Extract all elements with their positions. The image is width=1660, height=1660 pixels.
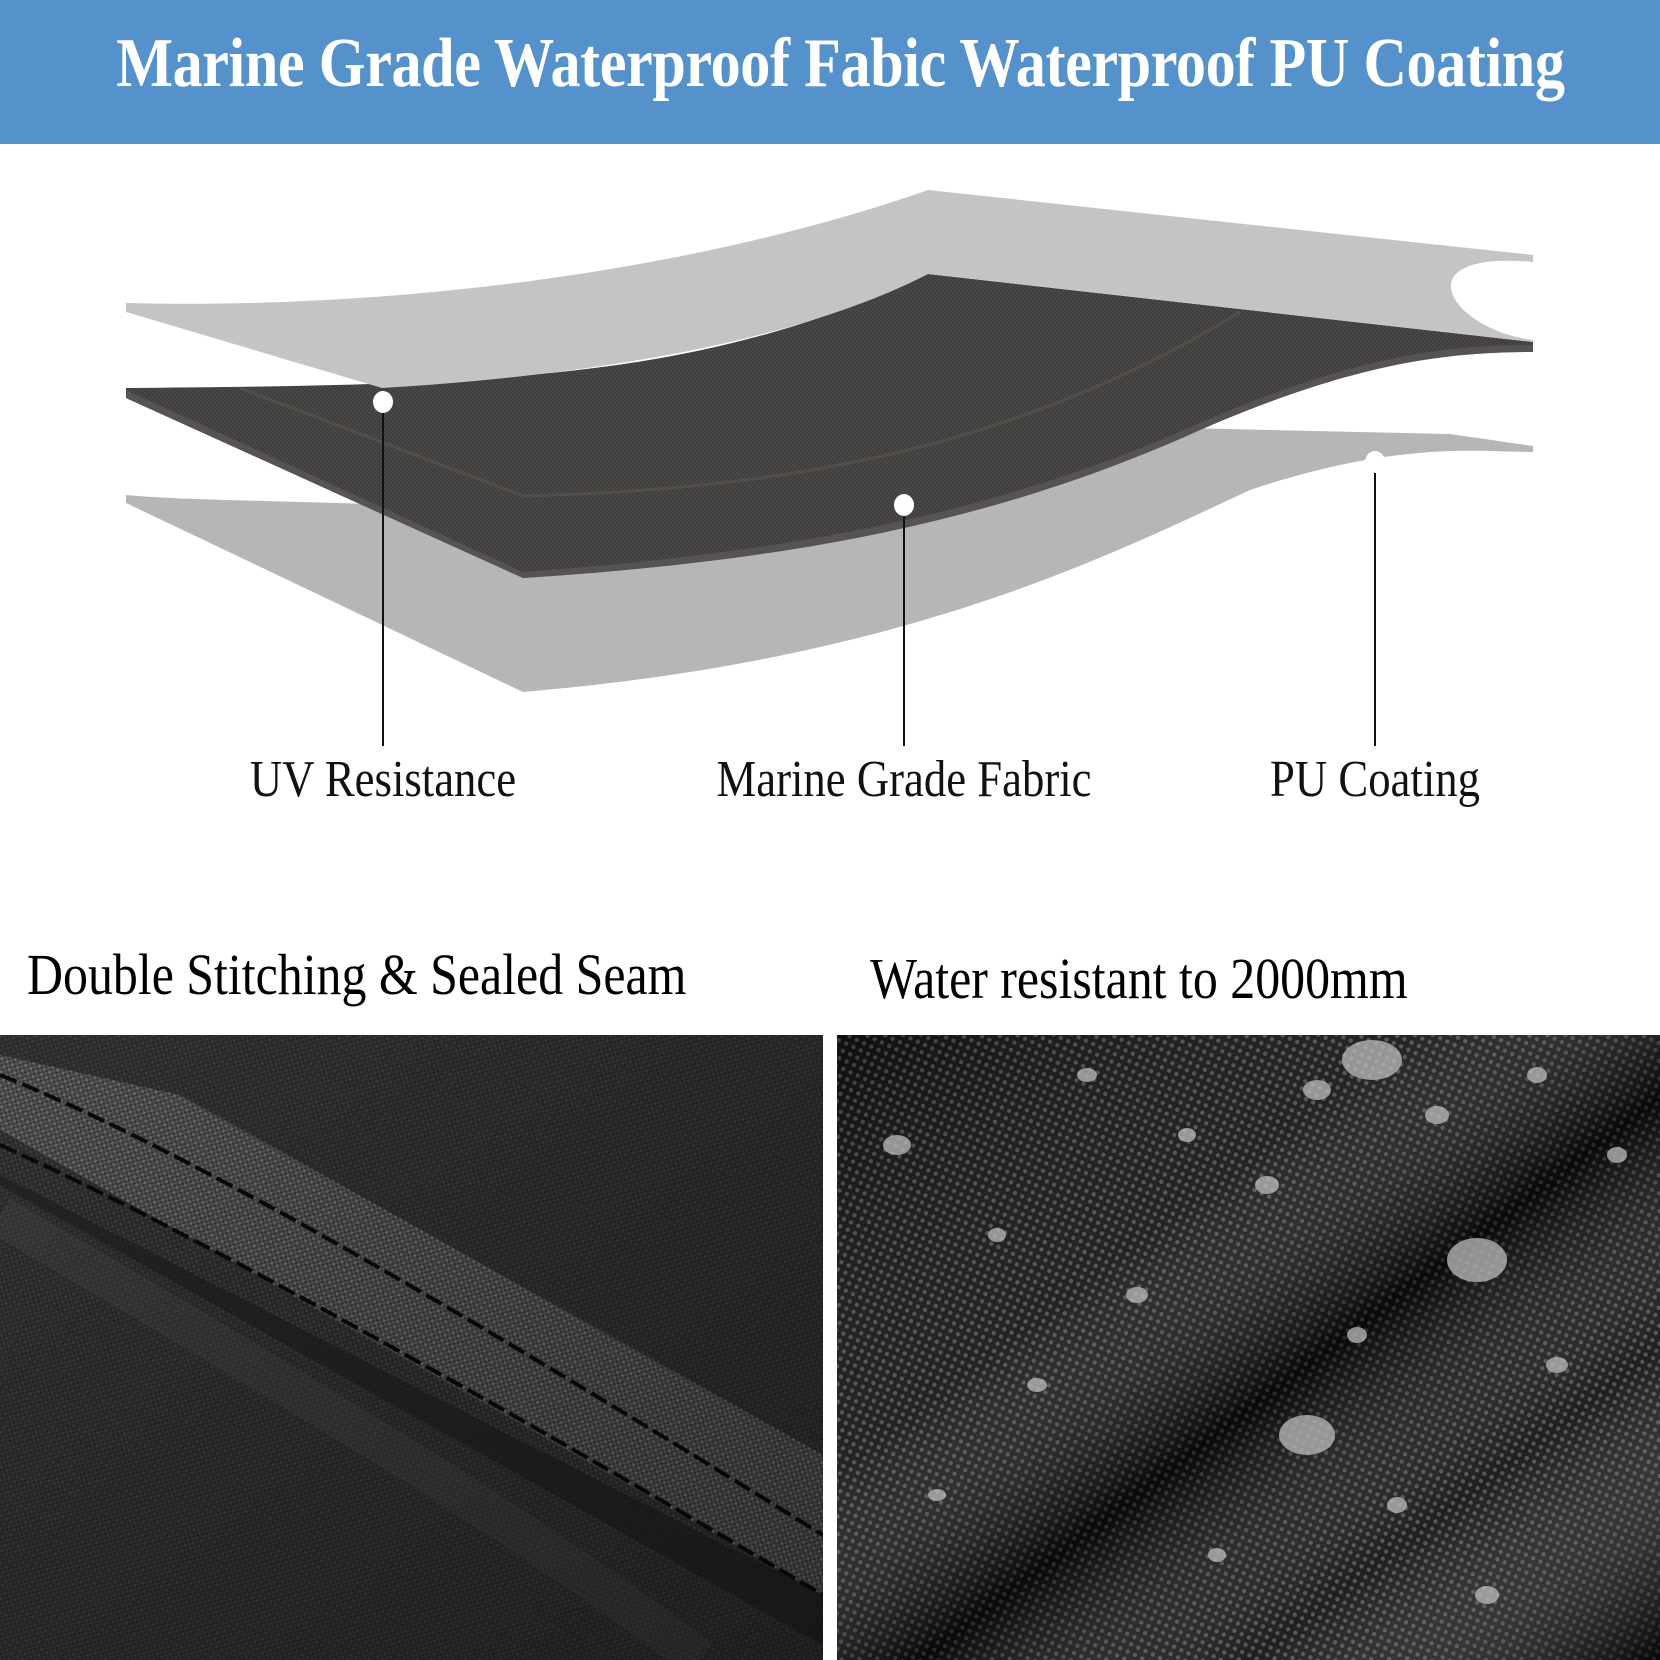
fabric-layers-diagram (126, 190, 1533, 746)
middle-layer-marine-fabric (126, 274, 1533, 578)
heading-double-stitching: Double Stitching & Sealed Seam (27, 942, 687, 1007)
bottom-layer-pu-coating (126, 424, 1533, 692)
pu-coating-dot-icon (1365, 451, 1385, 473)
top-layer-uv-resistance (126, 190, 1533, 388)
water-droplets-photo (837, 1035, 1660, 1660)
uv-resistance-dot-icon (373, 391, 393, 413)
marine-fabric-dot-icon (894, 494, 914, 516)
label-marine-grade-fabric: Marine Grade Fabric (716, 751, 1092, 808)
heading-water-resistant: Water resistant to 2000mm (870, 946, 1408, 1011)
seam-stitching-photo (0, 1035, 823, 1660)
water-droplets (883, 1040, 1627, 1604)
label-pu-coating: PU Coating (1270, 751, 1480, 808)
banner-title: Marine Grade Waterproof Fabic Waterproof… (116, 25, 1565, 102)
label-uv-resistance: UV Resistance (249, 751, 517, 808)
title-banner: Marine Grade Waterproof Fabic Waterproof… (0, 0, 1660, 144)
